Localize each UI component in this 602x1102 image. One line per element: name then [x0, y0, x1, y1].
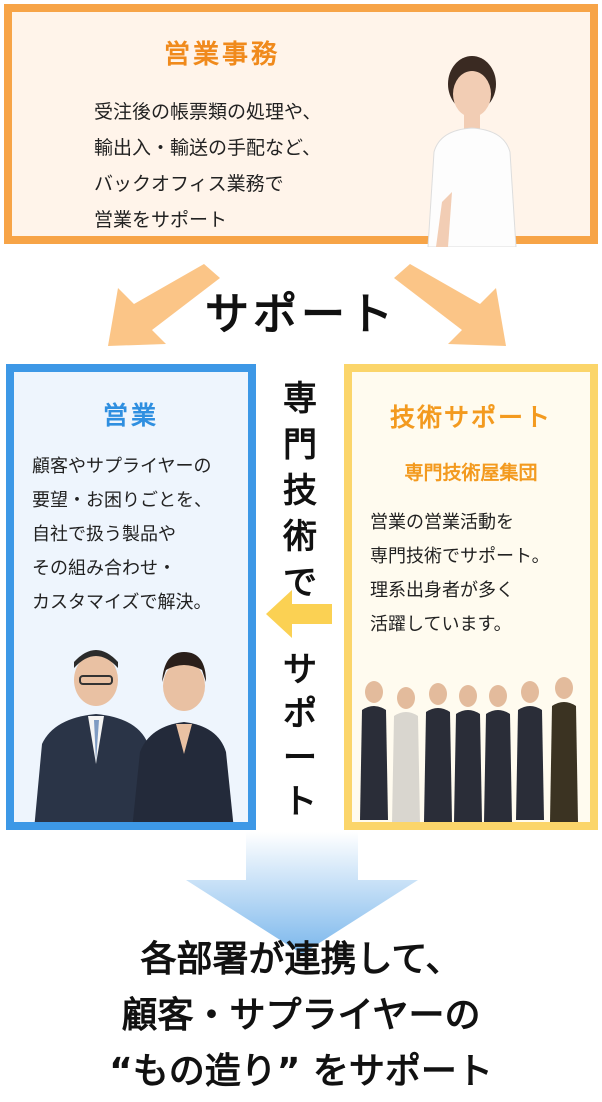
bottom-line: 各部署が連携して、: [140, 939, 462, 980]
sales-box: 営業 顧客やサプライヤーの 要望・お困りごとを、 自社で扱う製品や その組み合わ…: [6, 364, 256, 830]
bottom-line: “もの造り” をサポート: [109, 1051, 493, 1092]
office-line: 受注後の帳票類の処理や、: [94, 101, 322, 123]
arrow-down-icon: [186, 832, 418, 954]
sales-description: 顧客やサプライヤーの 要望・お困りごとを、 自社で扱う製品や その組み合わせ・ …: [32, 450, 248, 620]
vertical-char: 専: [283, 379, 317, 419]
arrow-down-right-icon: [394, 264, 506, 346]
tech-team-photo: [360, 677, 578, 822]
office-description: 受注後の帳票類の処理や、 輸出入・輸送の手配など、 バックオフィス業務で 営業を…: [94, 94, 414, 238]
vertical-char: ー: [283, 738, 317, 778]
tech-title: 技術サポート: [389, 403, 552, 432]
sales-line: 要望・お困りごとを、: [32, 490, 212, 511]
support-label: サポート: [205, 289, 397, 340]
sales-line: カスタマイズで解決。: [32, 592, 212, 613]
office-support-box: 営業事務 受注後の帳票類の処理や、 輸出入・輸送の手配など、 バックオフィス業務…: [4, 4, 598, 247]
sales-title: 営業: [102, 401, 159, 430]
vertical-specialist-label: 専 門 技 術 で: [274, 376, 326, 606]
tech-line: 活躍しています。: [370, 614, 512, 635]
vertical-char: 門: [283, 425, 317, 465]
tech-support-box: 技術サポート 専門技術屋集団 営業の営業活動を 専門技術でサポート。 理系出身者…: [344, 364, 598, 830]
sales-line: 自社で扱う製品や: [32, 524, 176, 545]
office-title: 営業事務: [163, 40, 280, 70]
vertical-char: サ: [283, 650, 317, 690]
tech-description: 営業の営業活動を 専門技術でサポート。 理系出身者が多く 活躍しています。: [370, 506, 590, 642]
vertical-char: 技: [283, 471, 317, 511]
arrow-left-icon: [266, 590, 332, 638]
sales-line: その組み合わせ・: [32, 558, 176, 579]
office-line: 輸出入・輸送の手配など、: [94, 137, 322, 159]
bottom-line: 顧客・サプライヤーの: [121, 995, 481, 1036]
office-line: バックオフィス業務で: [94, 173, 284, 195]
vertical-char: ト: [283, 782, 317, 822]
office-line: 営業をサポート: [94, 209, 228, 231]
tech-line: 理系出身者が多く: [370, 580, 514, 601]
arrow-down-left-icon: [108, 264, 220, 346]
vertical-char: ポ: [283, 694, 317, 734]
vertical-char: 術: [283, 517, 317, 557]
sales-line: 顧客やサプライヤーの: [32, 456, 212, 477]
tech-subtitle: 専門技術屋集団: [404, 462, 538, 484]
vertical-support-label: サ ポ ー ト: [276, 648, 324, 824]
tech-line: 営業の営業活動を: [370, 512, 514, 533]
office-staff-photo: [427, 56, 517, 247]
tech-line: 専門技術でサポート。: [370, 546, 550, 567]
sales-staff-photo: [34, 650, 234, 822]
bottom-message: 各部署が連携して、 顧客・サプライヤーの “もの造り” をサポート: [0, 932, 602, 1100]
